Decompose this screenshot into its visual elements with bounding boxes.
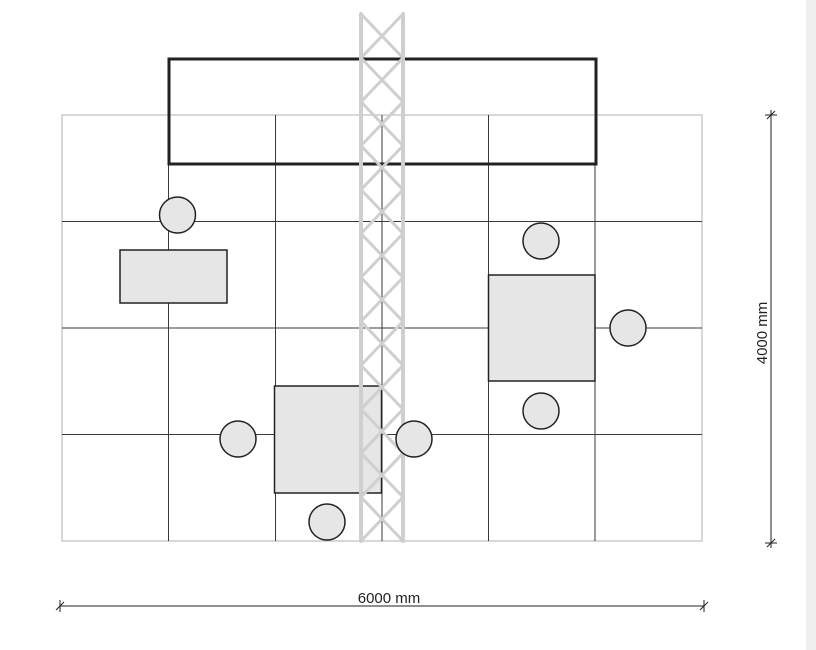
stool-right-top	[522, 222, 560, 260]
table-center	[273, 385, 383, 494]
truss-brace	[359, 56, 405, 104]
overhead-banner	[167, 57, 598, 166]
truss-brace	[359, 144, 405, 192]
truss-brace	[359, 363, 405, 411]
stool-right-bottom	[522, 392, 560, 430]
stool-right-side	[609, 309, 647, 347]
table-right	[487, 274, 596, 382]
width-dimension-slash-right	[699, 601, 709, 611]
table-group-left	[119, 196, 228, 304]
table-group-right	[487, 222, 647, 430]
truss-brace	[359, 319, 405, 367]
truss-brace	[359, 100, 405, 148]
table-group-center	[219, 385, 383, 541]
width-dimension: 6000 mm	[55, 590, 709, 612]
width-dimension-label: 6000 mm	[358, 590, 421, 607]
height-dimension: 4000 mm	[754, 110, 777, 548]
truss-brace	[359, 12, 405, 60]
truss-brace	[359, 407, 405, 455]
stool-left-top	[158, 196, 197, 234]
truss-brace	[359, 188, 405, 236]
height-dimension-label: 4000 mm	[754, 302, 771, 365]
width-dimension-slash-left	[55, 601, 65, 611]
stool-center-left	[219, 420, 257, 458]
truss-brace	[359, 451, 405, 499]
height-dimension-slash-bottom	[766, 538, 776, 548]
panel-edge	[806, 0, 816, 650]
truss-brace	[359, 276, 405, 323]
stool-center-bottom	[308, 503, 346, 541]
height-dimension-slash-top	[766, 110, 776, 120]
stool-center-right	[395, 420, 433, 458]
table-left	[119, 249, 228, 304]
truss-brace	[359, 495, 405, 543]
truss-brace	[359, 232, 405, 279]
